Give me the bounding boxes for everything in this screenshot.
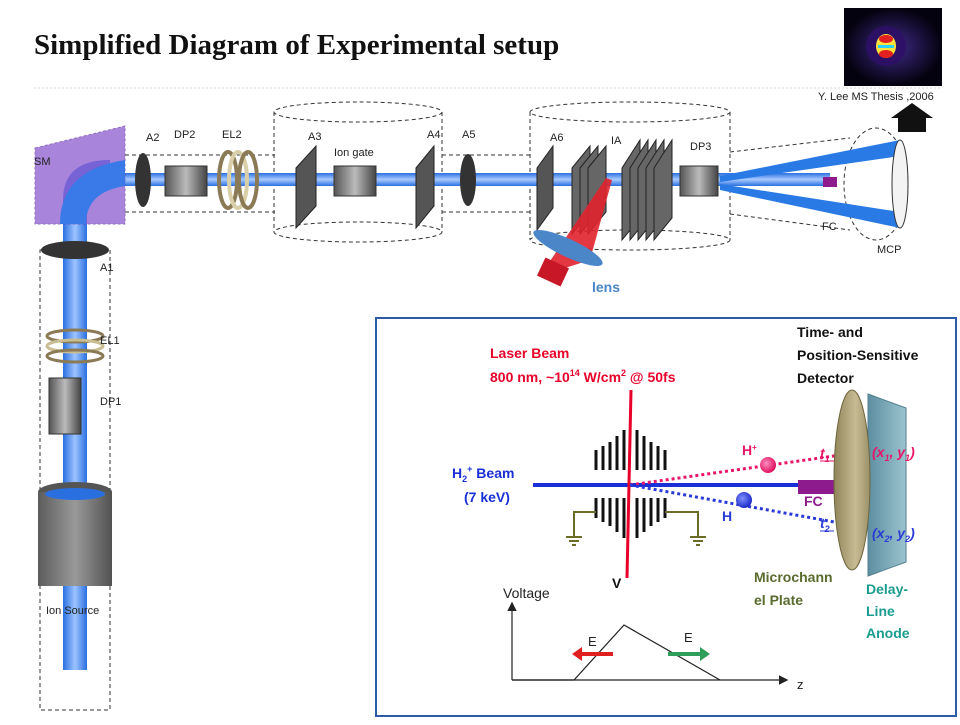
ion-source — [38, 482, 112, 586]
label-a5: A5 — [462, 129, 475, 141]
a4-aperture — [415, 144, 435, 230]
label-dp2: DP2 — [174, 129, 195, 141]
mcp-label-1: Microchann — [754, 569, 833, 585]
focusing-lens — [533, 229, 603, 267]
coord-2-label: (x2, y2) — [872, 525, 915, 544]
label-el1: EL1 — [100, 335, 120, 347]
inset-laser-spec: 800 nm, ~1014 W/cm2 @ 50fs — [490, 368, 676, 385]
up-arrow-icon — [891, 103, 933, 132]
laser-line — [625, 389, 633, 579]
page-title: Simplified Diagram of Experimental setup — [34, 29, 559, 61]
beam-label: H2+ Beam — [452, 464, 514, 484]
inset-fc-label: FC — [804, 493, 823, 509]
dp3-plate — [679, 165, 719, 197]
delay-line-anode — [867, 393, 907, 577]
label-sm: SM — [34, 156, 51, 168]
dla-label-3: Anode — [866, 625, 910, 641]
dla-label-1: Delay- — [866, 581, 908, 597]
el1-lens — [45, 328, 105, 364]
ground-icon — [566, 536, 706, 546]
label-dp3: DP3 — [690, 141, 711, 153]
h-particle — [736, 492, 752, 508]
e-right-label: E — [684, 630, 693, 645]
label-dp1: DP1 — [100, 396, 121, 408]
label-ion-source: Ion Source — [46, 605, 99, 617]
detector-title-3: Detector — [797, 370, 854, 386]
spectrometer-plates — [594, 430, 667, 538]
thesis-credit: Y. Lee MS Thesis ,2006 — [818, 91, 934, 103]
label-lens: lens — [592, 279, 620, 295]
thesis-detector-image — [844, 8, 942, 86]
mcp-label-2: el Plate — [754, 592, 803, 608]
dla-label-2: Line — [866, 603, 895, 619]
microchannel-plate — [833, 389, 871, 571]
detector-title-2: Position-Sensitive — [797, 347, 919, 363]
chamber-outlines — [39, 101, 909, 711]
label-ia: IA — [611, 135, 622, 147]
a3-aperture — [295, 144, 317, 230]
dp1-plate — [48, 377, 82, 435]
inset-faraday-cup — [798, 480, 840, 494]
coord-1-label: (x1, y1) — [872, 444, 915, 463]
label-a4: A4 — [427, 129, 440, 141]
ion-beam-vertical — [63, 200, 87, 670]
el2-lens — [217, 150, 259, 210]
mcp-detector — [891, 139, 909, 229]
a6-aperture — [536, 144, 554, 232]
voltage-z-plot: Voltage z E E — [503, 585, 804, 692]
v-label: V — [612, 575, 622, 591]
label-el2: EL2 — [222, 129, 242, 141]
label-mcp: MCP — [877, 244, 901, 256]
label-a6: A6 — [550, 132, 563, 144]
beam-fan-upper — [720, 140, 900, 182]
detector-title-1: Time- and — [797, 324, 863, 340]
beam-energy: (7 keV) — [464, 489, 510, 505]
voltage-axis-label: Voltage — [503, 585, 550, 601]
t1-label: t1 — [820, 445, 830, 464]
inset-laser-title: Laser Beam — [490, 345, 569, 361]
z-axis-label: z — [797, 677, 804, 692]
label-a2: A2 — [146, 132, 159, 144]
a2-aperture — [135, 153, 151, 207]
label-ion-gate: Ion gate — [334, 147, 374, 159]
ion-gate — [333, 165, 377, 197]
h-label: H — [722, 508, 732, 524]
a5-aperture — [460, 154, 476, 206]
sector-magnet — [34, 125, 126, 225]
label-a3: A3 — [308, 131, 321, 143]
dp2-plate — [164, 165, 208, 197]
hplus-label: H+ — [742, 442, 757, 458]
ground-wires — [573, 511, 699, 536]
e-left-label: E — [588, 634, 597, 649]
a1-aperture — [41, 241, 109, 259]
label-fc: FC — [822, 221, 837, 233]
beam-fan-lower — [720, 184, 900, 228]
hplus-particle — [760, 457, 776, 473]
faraday-cup — [823, 177, 837, 187]
t2-label: t2 — [820, 515, 830, 534]
label-a1: A1 — [100, 262, 113, 274]
